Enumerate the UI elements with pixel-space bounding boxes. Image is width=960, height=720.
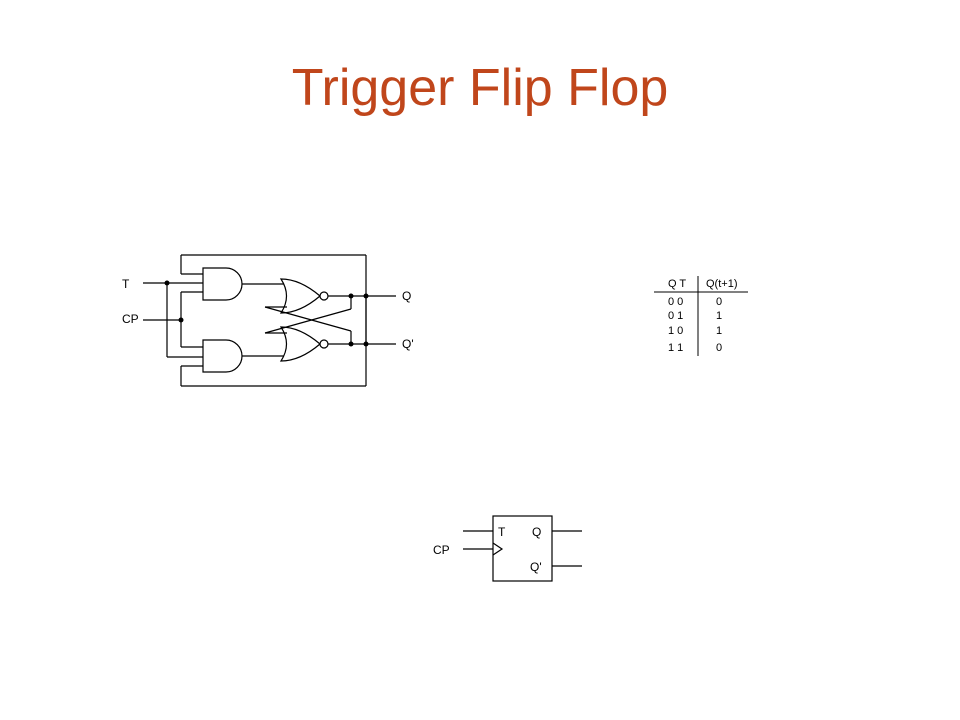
symbol-t-label: T [498,525,506,539]
upper-nor-gate [279,278,321,314]
circuit-output-q-label: Q [402,289,411,303]
circuit-input-t-label: T [122,277,130,291]
upper-nor-bubble [319,291,329,301]
truth-table-cell: 1 1 [668,342,683,354]
symbol-q-bar-label: Q' [530,560,542,574]
truth-table-cell: 0 [716,342,722,354]
junction-dot [348,341,354,347]
slide-title: Trigger Flip Flop [291,59,669,117]
symbol-cp-label: CP [433,543,450,557]
truth-table-cell: 0 [716,296,722,308]
lower-nor-gate [279,326,321,362]
junction-dot [348,293,354,299]
junction-dot [164,280,170,286]
circuit-input-cp-label: CP [122,312,139,326]
upper-and-gate [202,267,243,301]
truth-table-header-inputs: Q T [668,278,686,290]
junction-dot [363,341,369,347]
t-flip-flop-circuit: T CP [122,254,414,387]
truth-table-cell: 0 0 [668,296,683,308]
truth-table-cell: 0 1 [668,310,683,322]
truth-table: Q T Q(t+1) 0 0 0 0 1 1 1 0 1 1 1 0 [654,276,748,356]
circuit-output-q-bar-label: Q' [402,337,414,351]
truth-table-cell: 1 [716,310,722,322]
clock-triangle-icon [492,542,504,556]
t-flip-flop-symbol: T Q Q' CP [433,515,582,582]
truth-table-header-output: Q(t+1) [706,278,737,290]
lower-nor-bubble [319,339,329,349]
lower-and-gate [202,339,243,373]
junction-dot [363,293,369,299]
symbol-q-label: Q [532,525,541,539]
junction-dot [178,317,184,323]
truth-table-cell: 1 0 [668,325,683,337]
truth-table-cell: 1 [716,325,722,337]
